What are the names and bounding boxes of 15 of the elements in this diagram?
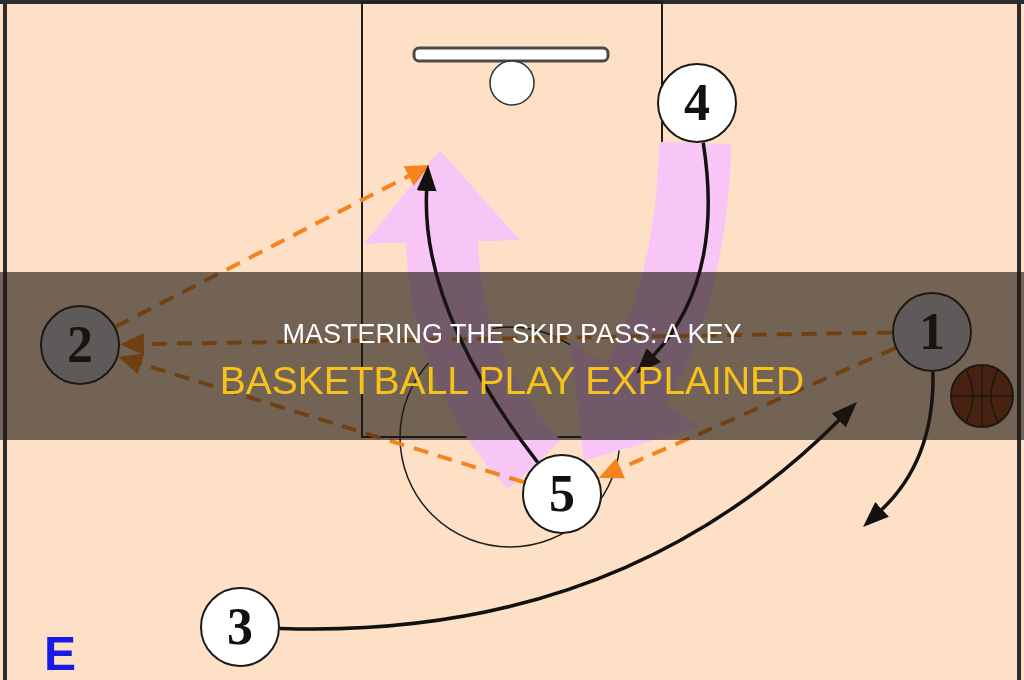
dashed-arrow (598, 346, 897, 479)
player-circle: 4 (657, 63, 737, 143)
player-circle: 5 (522, 454, 602, 534)
dashed-arrow (120, 330, 893, 356)
arrow (280, 402, 858, 631)
arrow (416, 165, 539, 464)
player-circle: 2 (40, 305, 120, 385)
arrow (636, 142, 710, 375)
player-circle: 1 (892, 292, 972, 372)
wide-arrow (568, 141, 732, 463)
arrow (863, 372, 935, 528)
wide-arrow (364, 150, 562, 489)
dashed-arrow (114, 165, 430, 329)
player-circle: 3 (200, 587, 280, 667)
letter-label: E (44, 630, 76, 678)
